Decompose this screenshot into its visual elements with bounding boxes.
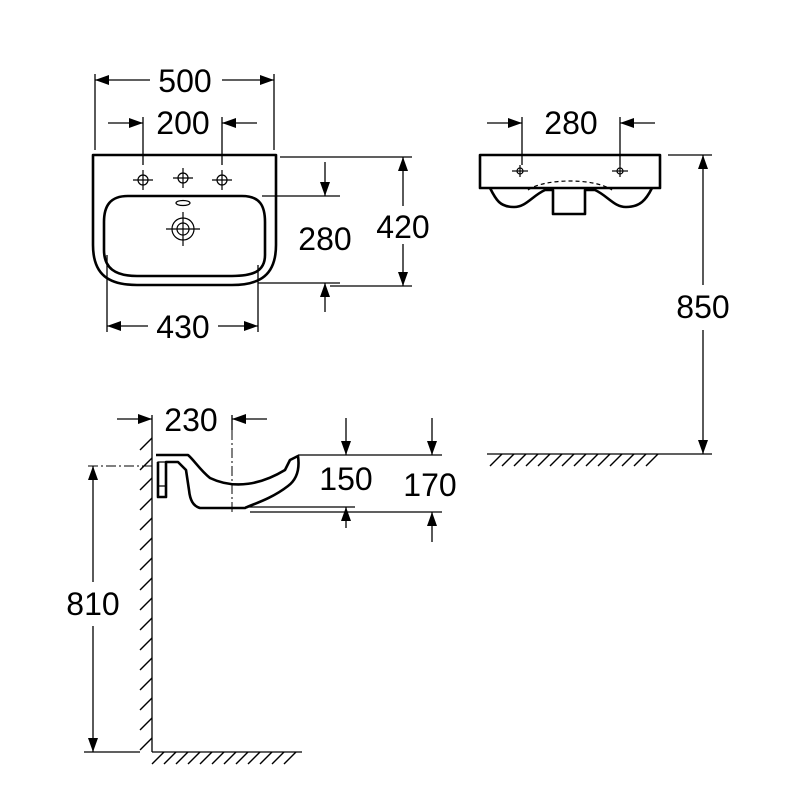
dimension-430: 430 — [106, 255, 259, 345]
tap-hole-left-icon — [133, 170, 153, 190]
dimension-430-label: 430 — [156, 309, 209, 345]
dimension-810-label: 810 — [66, 586, 119, 622]
dimension-170: 170 — [250, 418, 457, 542]
front-bowl-dash — [527, 180, 613, 191]
side-wall — [139, 437, 153, 752]
dimension-280-depth-label: 280 — [298, 221, 351, 257]
dimension-500-label: 500 — [158, 63, 211, 99]
side-floor — [151, 751, 302, 765]
side-bracket — [157, 461, 167, 487]
dimension-150-label: 150 — [319, 461, 372, 497]
overflow-slot — [175, 199, 191, 207]
dimension-200-label: 200 — [156, 105, 209, 141]
dimension-420-label: 420 — [376, 209, 429, 245]
dimension-230-label: 230 — [164, 402, 217, 438]
dimension-420: 420 — [280, 156, 430, 287]
front-tap-hole-right-icon — [612, 165, 628, 177]
dimension-150: 150 — [245, 418, 373, 528]
dimension-280-depth: 280 — [258, 162, 352, 312]
dimension-500: 500 — [94, 63, 275, 150]
tap-hole-right-icon — [212, 170, 232, 190]
top-view: 500 200 280 — [91, 63, 430, 345]
tap-hole-center-icon — [173, 168, 193, 188]
front-basin-body — [488, 187, 654, 216]
dimension-850-label: 850 — [676, 289, 729, 325]
dimension-280-front: 280 — [487, 105, 655, 165]
dimension-230: 230 — [117, 402, 267, 438]
dimension-850: 850 — [668, 154, 730, 454]
bowl-outline — [102, 194, 267, 278]
dimension-200: 200 — [108, 105, 257, 165]
dimension-810: 810 — [66, 466, 140, 753]
front-basin-rim — [478, 153, 662, 190]
drain-icon — [166, 212, 200, 246]
basin-outline — [91, 153, 278, 287]
front-view: 280 850 — [478, 105, 730, 467]
side-view: 230 150 170 810 — [66, 402, 457, 765]
side-basin-profile — [156, 453, 300, 510]
dimension-280-front-label: 280 — [544, 105, 597, 141]
front-floor — [487, 453, 712, 467]
front-tap-hole-left-icon — [512, 165, 528, 177]
dimension-170-label: 170 — [403, 467, 456, 503]
